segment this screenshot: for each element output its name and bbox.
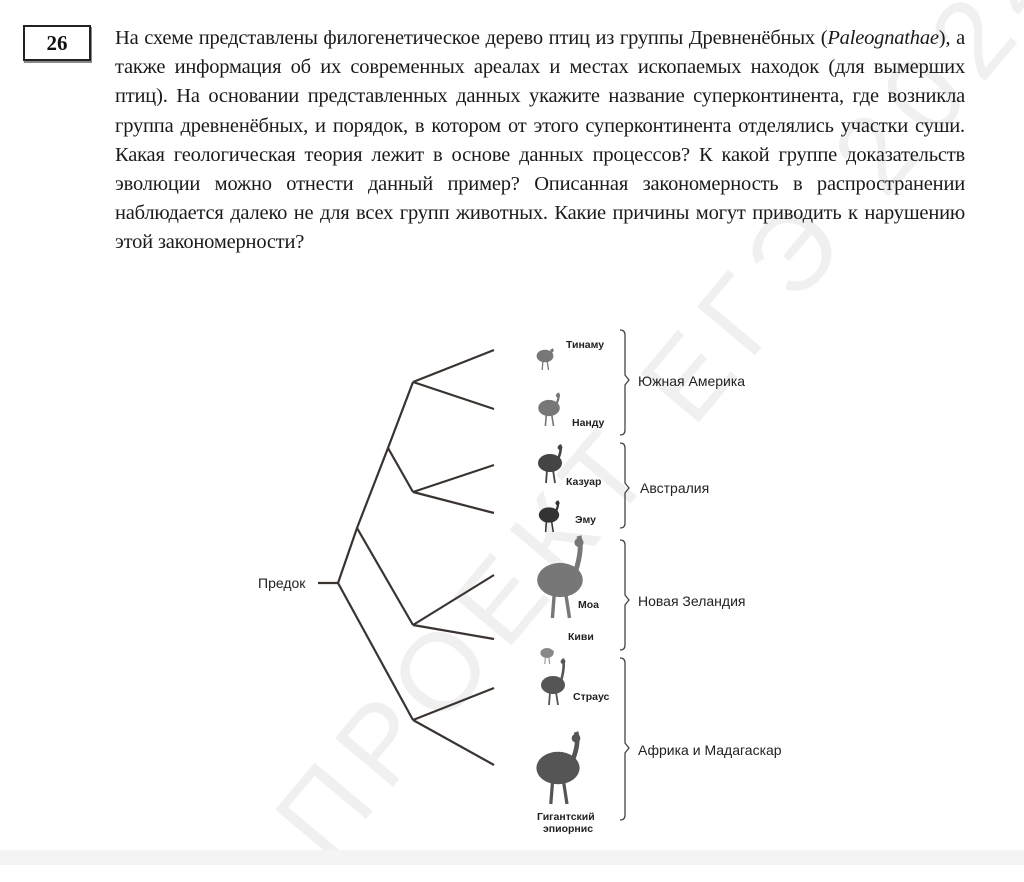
region-africa-madagascar: Африка и Мадагаскар: [638, 742, 782, 758]
tip-moa: [412, 574, 495, 626]
branch-africa: [337, 582, 414, 721]
bottom-strip: [0, 850, 1024, 865]
question-number: 26: [23, 25, 91, 61]
cassowary-silhouette: [538, 444, 563, 484]
tip-elephant-bird: [412, 719, 495, 766]
tinamou-silhouette: [536, 348, 554, 371]
bird-label-kiwi: Киви: [568, 631, 594, 643]
branch-new-zealand: [356, 527, 414, 626]
tip-cassowary: [412, 463, 495, 494]
bird-label-emu: Эму: [575, 514, 596, 526]
rhea-silhouette: [538, 392, 561, 427]
elephant-bird-silhouette: [536, 731, 581, 805]
bird-label-rhea: Нанду: [572, 417, 605, 429]
region-new-zealand: Новая Зеландия: [638, 593, 745, 609]
brace-new-zealand: [619, 539, 630, 651]
branch-main-upper: [336, 381, 415, 584]
question-text-part2: ), а также информация об их современных …: [115, 27, 965, 254]
bird-label-moa: Моа: [578, 599, 599, 611]
region-australia: Австралия: [640, 480, 709, 496]
ostrich-silhouette: [541, 658, 566, 706]
region-south-america: Южная Америка: [638, 373, 745, 389]
brace-africa: [619, 657, 630, 821]
brace-south-america: [619, 329, 630, 436]
bird-label-ostrich: Страус: [573, 691, 610, 703]
question-text: На схеме представлены филогенетическое д…: [115, 24, 965, 258]
bird-label-cassowary: Казуар: [566, 476, 601, 488]
tip-emu: [412, 490, 495, 515]
region-braces: [619, 329, 630, 821]
bird-label-elephant-bird-1: Гигантский: [537, 811, 595, 823]
emu-silhouette: [538, 500, 560, 533]
moa-silhouette: [537, 535, 584, 619]
branch-australia: [387, 447, 414, 493]
latin-term: Paleognathae: [827, 27, 939, 49]
question-text-part1: На схеме представлены филогенетическое д…: [115, 27, 828, 49]
tip-ostrich: [412, 686, 495, 722]
bird-label-elephant-bird-2: эпиорнис: [543, 823, 593, 835]
kiwi-silhouette: [540, 648, 554, 665]
tip-rhea: [412, 380, 495, 411]
tip-tinamou: [412, 348, 495, 384]
brace-australia: [619, 442, 630, 529]
tree-branches: [318, 348, 495, 766]
tip-kiwi: [412, 623, 495, 641]
bird-label-tinamou: Тинаму: [566, 339, 604, 351]
root-label: Предок: [258, 575, 306, 591]
